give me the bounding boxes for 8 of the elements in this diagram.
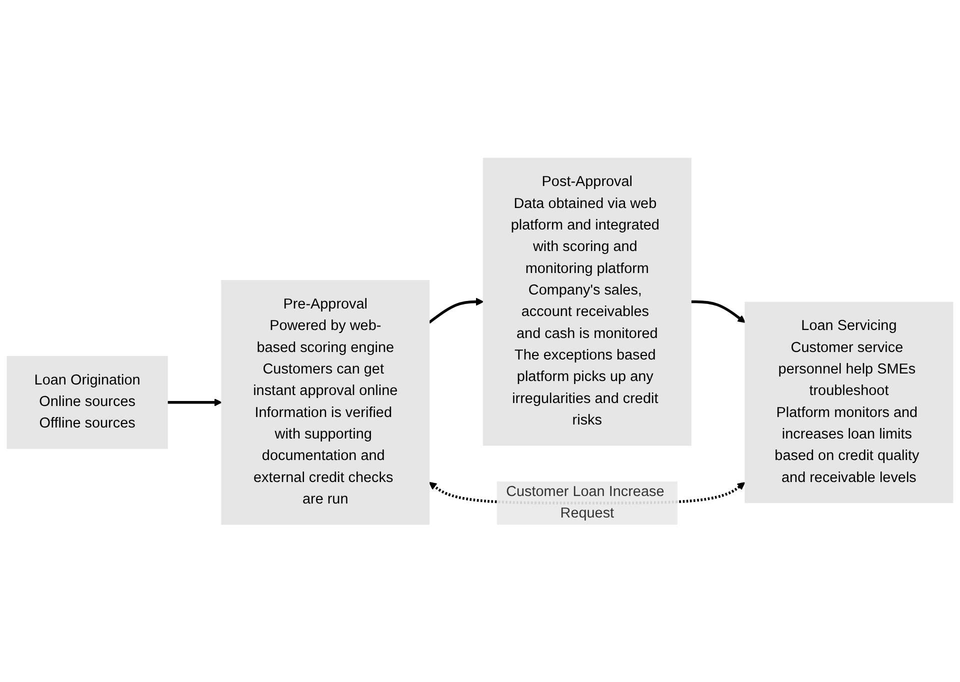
node-box: Post-Approval Data obtained via web platform and integrated with scoring and monitoring platform Company's sales, account receivables and cash is monitored The exceptions based platform picks up any irregularities and credit risks <box>482 157 692 446</box>
node-box: Loan Servicing Customer service personnel help SMEs troubleshoot Platform monitors and increases loan limits based on credit quality and receivable levels <box>744 301 954 503</box>
edge-label: Customer Loan Increase Request <box>506 484 664 521</box>
arrow <box>167 398 222 406</box>
node-box: Pre-Approval Powered by web-based scoring engine Customers can get instant approval online Information is verified with supporting documentation and external credit checks are run <box>221 280 430 524</box>
node-box: Loan Origination Online sources Offline sources <box>6 355 168 448</box>
arrow <box>428 297 484 324</box>
arrow <box>690 300 746 322</box>
